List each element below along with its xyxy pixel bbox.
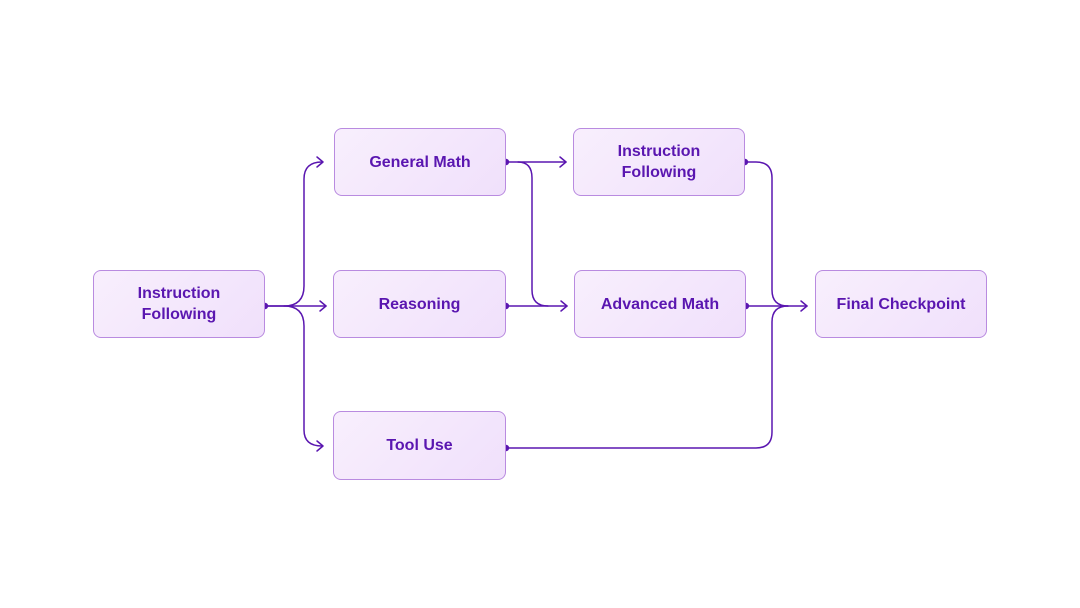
- arrowhead-reasoning: [319, 300, 327, 312]
- edge-tool-use-to-final-checkpoint: [505, 305, 789, 449]
- edge-general-math-to-advanced-math: [517, 161, 549, 307]
- arrowhead-tool-use: [316, 440, 324, 452]
- edge-instruction-following-to-final-checkpoint: [744, 161, 789, 307]
- arrowhead-advanced-math: [560, 300, 568, 312]
- node-instruction-following-start: Instruction Following: [93, 270, 265, 338]
- node-tool-use: Tool Use: [333, 411, 506, 480]
- node-advanced-math: Advanced Math: [574, 270, 746, 338]
- node-instruction-following-mid: Instruction Following: [573, 128, 745, 196]
- node-reasoning: Reasoning: [333, 270, 506, 338]
- node-label: General Math: [369, 153, 471, 171]
- node-label: Final Checkpoint: [836, 295, 966, 313]
- node-final-checkpoint: Final Checkpoint: [815, 270, 987, 338]
- node-general-math: General Math: [334, 128, 506, 196]
- arrowhead-instruction-following-mid: [559, 156, 567, 168]
- arrowhead-final-checkpoint: [800, 300, 808, 312]
- node-label: Tool Use: [386, 437, 453, 454]
- node-label: Instruction Following: [137, 285, 221, 323]
- edge-instruction-following-to-general-math: [264, 161, 323, 307]
- node-label: Instruction Following: [617, 143, 701, 181]
- node-label: Reasoning: [378, 295, 461, 313]
- node-label: Advanced Math: [600, 295, 720, 313]
- arrowhead-general-math: [316, 156, 324, 168]
- edge-instruction-following-to-tool-use: [283, 305, 323, 447]
